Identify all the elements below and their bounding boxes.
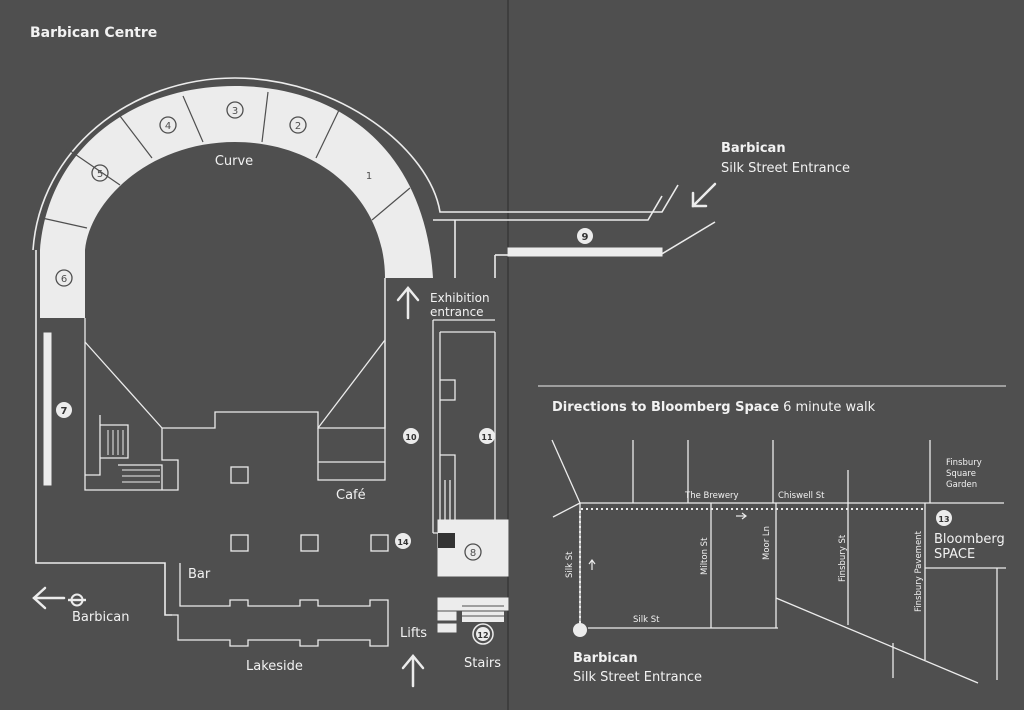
svg-text:14: 14 <box>397 538 409 547</box>
space-9-wall <box>507 247 663 257</box>
curve-dividers <box>41 91 411 229</box>
svg-text:11: 11 <box>481 433 493 442</box>
bar-label: Bar <box>188 567 211 582</box>
inner-hall <box>84 278 386 491</box>
lifts-label: Lifts <box>400 626 427 641</box>
street-finsbury-st: Finsbury St <box>838 534 848 582</box>
street-silk-st-vertical: Silk St <box>565 551 575 578</box>
svg-text:6: 6 <box>61 274 67 285</box>
svg-text:10: 10 <box>405 433 417 442</box>
space-marker-9: 9 <box>577 228 593 244</box>
space-marker-8: 8 <box>464 543 482 561</box>
svg-text:2: 2 <box>295 121 301 132</box>
finsbury-square-garden-1: Finsbury <box>946 458 982 468</box>
space-marker-2: 2 <box>289 116 307 134</box>
svg-text:13: 13 <box>938 515 949 524</box>
gallery-outline <box>32 77 716 616</box>
street-chiswell-st: Chiswell St <box>778 491 825 501</box>
svg-text:1: 1 <box>366 171 372 182</box>
space-marker-5: 5 <box>91 164 109 182</box>
map-title: Barbican Centre <box>30 25 157 41</box>
space-7-wall <box>43 332 52 486</box>
space-marker-1: 1 <box>360 166 378 184</box>
cafe-label: Café <box>336 488 366 503</box>
finsbury-square-garden-2: Square <box>946 469 976 479</box>
corridor-11 <box>432 319 508 534</box>
top-entrance-heading: Barbican <box>721 141 786 156</box>
right-arrow-icon <box>736 512 747 520</box>
lakeside-wall <box>172 563 389 647</box>
curve-gallery <box>40 86 433 318</box>
svg-text:4: 4 <box>165 121 171 132</box>
street-silk-st: Silk St <box>633 615 660 625</box>
columns <box>230 466 389 552</box>
top-entrance-subtitle: Silk Street Entrance <box>721 161 850 176</box>
lift-shaft <box>438 533 455 548</box>
finsbury-square-garden-3: Garden <box>946 480 977 490</box>
bloomberg-label-line2: SPACE <box>934 547 975 562</box>
lifts-stairs <box>437 597 509 633</box>
space-marker-4: 4 <box>159 116 177 134</box>
svg-text:3: 3 <box>232 106 238 117</box>
space-marker-14: 14 <box>395 533 411 549</box>
exhibition-label-line1: Exhibition <box>430 291 490 305</box>
svg-text:9: 9 <box>582 232 589 243</box>
street-grid <box>551 439 1006 684</box>
curve-label: Curve <box>215 154 253 169</box>
space-marker-12: 12 <box>472 623 494 645</box>
street-moor-ln: Moor Ln <box>762 526 772 560</box>
lakeside-label: Lakeside <box>246 659 303 674</box>
street-the-brewery: The Brewery <box>684 491 739 501</box>
start-heading: Barbican <box>573 651 638 666</box>
space-marker-10: 10 <box>403 428 419 444</box>
underground-roundel-icon <box>68 593 86 607</box>
bloomberg-label-line1: Bloomberg <box>934 532 1005 547</box>
svg-text:5: 5 <box>97 169 103 180</box>
start-point <box>573 623 587 637</box>
walking-route <box>579 508 925 628</box>
arrow-up-icon <box>401 654 425 688</box>
exhibition-label-line2: entrance <box>430 305 484 319</box>
svg-text:7: 7 <box>61 406 68 417</box>
arrow-up-icon <box>396 286 420 320</box>
svg-text:8: 8 <box>470 548 476 559</box>
space-marker-7: 7 <box>56 402 72 418</box>
space-marker-6: 6 <box>55 269 73 287</box>
stair-hatch <box>107 430 160 483</box>
street-milton-st: Milton St <box>700 537 710 575</box>
barbican-station-label: Barbican <box>72 610 129 625</box>
svg-text:12: 12 <box>477 631 488 640</box>
arrow-up-icon <box>588 559 596 570</box>
arrow-down-left-icon <box>691 182 717 208</box>
stairs-label: Stairs <box>464 656 501 671</box>
street-finsbury-pavement: Finsbury Pavement <box>914 530 924 612</box>
start-subtitle: Silk Street Entrance <box>573 670 702 685</box>
space-marker-11: 11 <box>479 428 495 444</box>
space-marker-3: 3 <box>226 101 244 119</box>
space-marker-13: 13 <box>936 510 952 526</box>
arrow-left-icon <box>32 586 66 610</box>
